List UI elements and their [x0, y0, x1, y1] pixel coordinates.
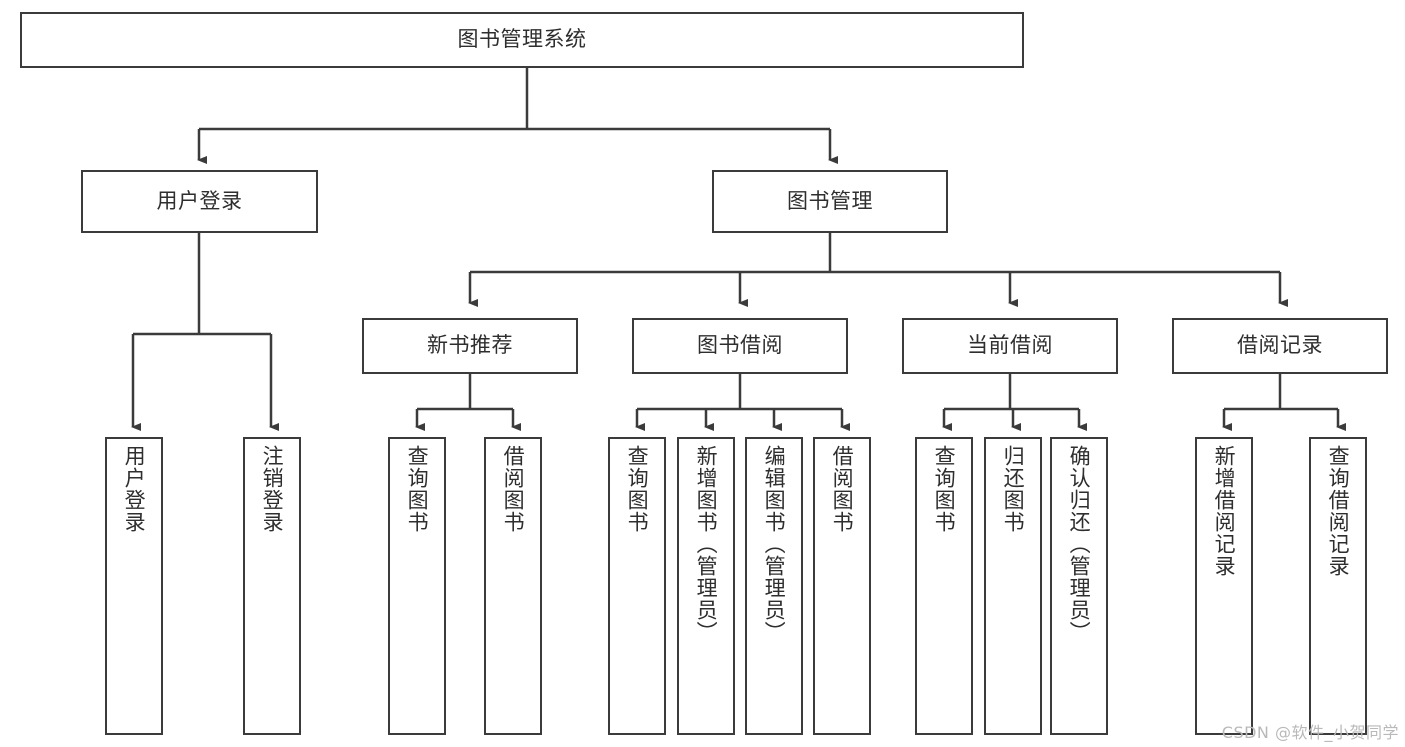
node-label: 当前借阅	[967, 333, 1053, 358]
leaf-user-login[interactable]: 用户登录	[105, 437, 163, 735]
leaf-borrow-books-new[interactable]: 借阅图书	[484, 437, 542, 735]
leaf-logout[interactable]: 注销登录	[243, 437, 301, 735]
node-label: 新增借阅记录	[1212, 445, 1237, 577]
node-label: 查询图书	[405, 445, 430, 533]
node-label: 查询图书	[932, 445, 957, 533]
node-label: 借阅记录	[1237, 333, 1323, 358]
leaf-query-books-borrow[interactable]: 查询图书	[608, 437, 666, 735]
node-label: 用户登录	[122, 445, 147, 533]
node-label: 图书管理	[787, 188, 873, 213]
leaf-add-book-admin[interactable]: 新增图书（管理员）	[677, 437, 735, 735]
leaf-query-books-new[interactable]: 查询图书	[388, 437, 446, 735]
leaf-edit-book-admin[interactable]: 编辑图书（管理员）	[745, 437, 803, 735]
node-book-borrow[interactable]: 图书借阅	[632, 318, 848, 374]
node-label: 归还图书	[1001, 445, 1026, 533]
node-label: 查询图书	[625, 445, 650, 533]
node-borrow-records[interactable]: 借阅记录	[1172, 318, 1388, 374]
node-label: 新书推荐	[427, 333, 513, 358]
node-label: 编辑图书（管理员）	[762, 445, 787, 643]
node-label: 注销登录	[260, 445, 285, 533]
leaf-add-borrow-record[interactable]: 新增借阅记录	[1195, 437, 1253, 735]
node-label: 借阅图书	[501, 445, 526, 533]
leaf-query-books-current[interactable]: 查询图书	[915, 437, 973, 735]
node-user-login[interactable]: 用户登录	[81, 170, 318, 233]
leaf-query-borrow-record[interactable]: 查询借阅记录	[1309, 437, 1367, 735]
leaf-confirm-return-admin[interactable]: 确认归还（管理员）	[1050, 437, 1108, 735]
node-label: 确认归还（管理员）	[1067, 445, 1092, 643]
node-label: 图书借阅	[697, 333, 783, 358]
node-root-system[interactable]: 图书管理系统	[20, 12, 1024, 68]
node-label: 借阅图书	[830, 445, 855, 533]
node-label: 图书管理系统	[457, 27, 587, 52]
node-label: 查询借阅记录	[1326, 445, 1351, 577]
node-book-management[interactable]: 图书管理	[712, 170, 948, 233]
node-label: 用户登录	[156, 188, 243, 213]
leaf-borrow-book[interactable]: 借阅图书	[813, 437, 871, 735]
node-current-borrow[interactable]: 当前借阅	[902, 318, 1118, 374]
node-new-book-recommendation[interactable]: 新书推荐	[362, 318, 578, 374]
leaf-return-book[interactable]: 归还图书	[984, 437, 1042, 735]
node-label: 新增图书（管理员）	[694, 445, 719, 643]
